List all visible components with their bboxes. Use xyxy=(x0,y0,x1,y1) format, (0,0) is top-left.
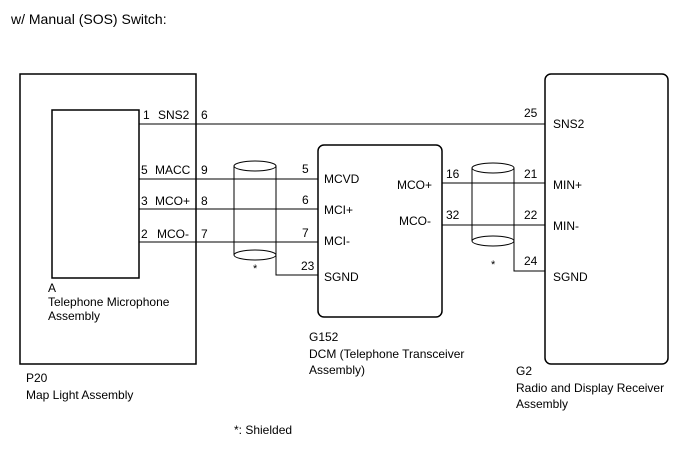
dcm-pin-32: 32 xyxy=(446,208,460,222)
dcm-pin-6: 6 xyxy=(302,193,309,207)
p20-pin-9: 9 xyxy=(201,163,208,177)
p20-pin-7: 7 xyxy=(201,227,208,241)
p20-inner-pin-3: 3 xyxy=(141,194,148,208)
dcm-label-mcvd: MCVD xyxy=(324,172,360,186)
p20-label-mco-minus: MCO- xyxy=(157,227,189,241)
radio-receiver-box xyxy=(544,73,669,365)
radio-label-min-plus: MIN+ xyxy=(553,178,582,192)
radio-name-line2: Assembly xyxy=(516,397,568,411)
map-light-assembly-box xyxy=(19,73,197,365)
dcm-pin-23: 23 xyxy=(301,259,315,273)
radio-pin-21: 21 xyxy=(524,167,538,181)
dcm-connector-label: G152 xyxy=(309,330,339,344)
p20-pin-8: 8 xyxy=(201,194,208,208)
dcm-label-mco-plus: MCO+ xyxy=(397,178,432,192)
dcm-box xyxy=(317,144,443,318)
dcm-label-mci-minus: MCI- xyxy=(324,234,350,248)
radio-pin-24: 24 xyxy=(524,254,538,268)
radio-connector-label: G2 xyxy=(516,364,532,378)
shield-1 xyxy=(233,160,318,276)
dcm-label-mco-minus: MCO- xyxy=(399,214,431,228)
map-light-assembly-name: Map Light Assembly xyxy=(26,388,133,402)
radio-pin-25: 25 xyxy=(524,106,538,120)
p20-inner-pin-5: 5 xyxy=(141,163,148,177)
p20-label-macc: MACC xyxy=(155,163,191,177)
radio-label-sns2: SNS2 xyxy=(553,117,585,131)
p20-label-mco-plus: MCO+ xyxy=(155,194,190,208)
p20-inner-pin-1: 1 xyxy=(143,108,150,122)
diagram-title: w/ Manual (SOS) Switch: xyxy=(10,11,167,27)
p20-connector-label: P20 xyxy=(26,371,48,385)
telephone-microphone-name-line1: Telephone Microphone xyxy=(48,295,170,309)
dcm-label-mci-plus: MCI+ xyxy=(324,203,353,217)
p20-pin-6: 6 xyxy=(201,108,208,122)
dcm-pin-7: 7 xyxy=(302,226,309,240)
dcm-name-line1: DCM (Telephone Transceiver xyxy=(309,347,464,361)
telephone-microphone-name-line2: Assembly xyxy=(48,309,100,323)
p20-label-sns2: SNS2 xyxy=(158,108,190,122)
radio-name-line1: Radio and Display Receiver xyxy=(516,381,664,395)
dcm-name-line2: Assembly) xyxy=(309,363,365,377)
telephone-microphone-letter: A xyxy=(48,281,56,295)
dcm-label-sgnd: SGND xyxy=(324,270,359,284)
radio-label-sgnd: SGND xyxy=(553,270,588,284)
shield-1-marker: * xyxy=(253,263,258,275)
p20-inner-pin-2: 2 xyxy=(141,227,148,241)
radio-label-min-minus: MIN- xyxy=(553,219,579,233)
radio-pin-22: 22 xyxy=(524,208,538,222)
footnote-shielded: *: Shielded xyxy=(234,423,292,437)
shield-2 xyxy=(471,162,545,272)
dcm-pin-16: 16 xyxy=(446,167,460,181)
shield-2-marker: * xyxy=(491,259,496,271)
dcm-pin-5: 5 xyxy=(302,162,309,176)
telephone-microphone-box xyxy=(51,109,140,279)
